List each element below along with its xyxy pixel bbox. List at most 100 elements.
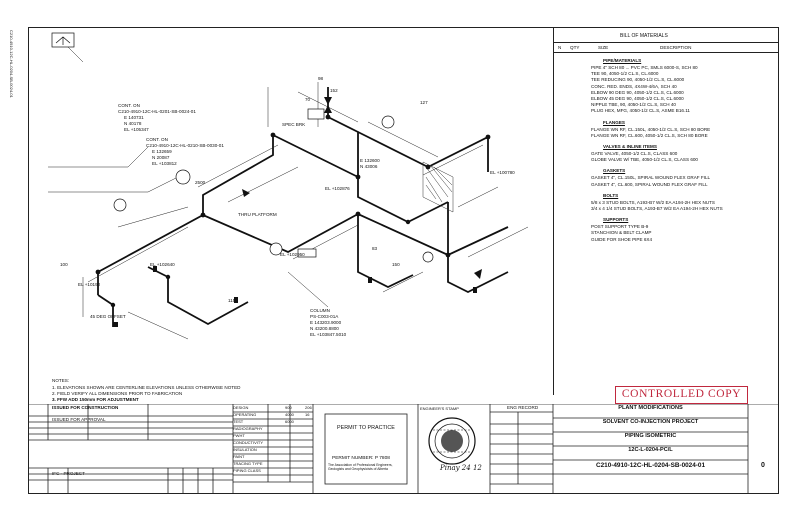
bom-section-heading: PIPE/MATERIALS [603,58,642,63]
cont-el-1: EL +105347 [124,127,149,132]
design-cell-label: INSULATION [233,447,257,452]
elev-4: EL +102640 [150,262,175,267]
bom-title-rule [553,42,779,43]
pipe-lower-branch [447,255,509,294]
bom-row: POST SUPPORT TYPE B-9 [591,224,649,230]
design-cell-label: PWHT [233,433,245,438]
cont-n-2: N 20087 [152,155,170,160]
bom-row: ELBOW 45 DEG 90, 4050-1/2 CL.S, CL.6000 [591,96,684,101]
dim-2: 127 [420,100,428,105]
cont-el-2: EL +103812 [152,161,177,166]
pipe-start-leg [97,294,114,327]
dim-6: 83 [372,246,378,251]
revision-row-3: IFC - PROJECT [52,471,85,476]
design-cell-v2: 16 [305,412,310,417]
pipe-upper-branch [272,134,449,224]
cont-e-1: E 140731 [124,115,144,120]
isometric-drawing [48,32,529,340]
design-cell-label: PIPING CLASS [233,468,261,473]
drawing-number: C210-4910-12C-HL-0204-SB-0024-01 [595,462,706,469]
column-n: N 43200.8800 [310,326,339,331]
dim-4: 98 [318,76,324,81]
column-tag: PS-C003-01A [310,314,339,319]
permit-association: The Association of Professional Engineer… [328,463,393,471]
bom-row: TEE 90, 4050-1/2 CL.S, CL.6000 [591,71,659,77]
engineer-signature: Pinay 24 12 [440,464,482,472]
coord-n: N 43006 [360,164,378,169]
note-3: 3. FFW ADD 150mm FOR ADJUSTMENT [52,397,139,402]
permit-number: PERMIT NUMBER: P 7808 [332,456,390,461]
revision-number: 0 [761,462,765,469]
dim-1: 152 [330,88,338,93]
bom-section-heading: GASKETS [603,168,626,174]
note-2: 2. FIELD VERIFY ALL DIMENSIONS PRIOR TO … [52,391,183,396]
column-el: EL +103847.5010 [310,332,347,337]
design-cell-label: CONDUCTIVITY [233,440,263,445]
pipe-top-run [357,131,489,172]
note-1: 1. ELEVATIONS SHOWN ARE CENTERLINE ELEVA… [52,385,241,390]
dim-3: 2500 [195,180,206,185]
column-label: COLUMN [310,308,330,313]
title-project: SOLVENT CO-INJECTION PROJECT [602,419,699,425]
cont-label-1: CONT. ON [118,103,140,108]
pipe-branch-left [147,266,249,326]
bom-row: GLOBE VALVE W/ TBE, 4050-1/2 CL.S, CLASS… [591,157,698,163]
design-cell-label: TRACING TYPE [233,461,263,466]
cont-dwg-1: C210-4910-12C-HL-0201-SB-0024-01 [118,109,196,114]
dim-7: 1150 [228,298,238,303]
elev-5: EL +10190 [78,282,101,287]
permit-label: PERMIT TO PRACTICE [337,425,395,431]
bom-row: 5/8 x 3 STUD BOLTS, A193-B7 W/2 EA A194-… [591,199,715,205]
revision-row-1: ISSUED FOR CONSTRUCTION [52,405,119,410]
design-cell-label: TEST [233,419,244,424]
cont-dwg-2: C210-4910-12C-HL-0210-SB-0030-01 [146,143,224,148]
bom-row: ELBOW 90 DEG 90, 4050-1/2 CL.S, CL.6000 [591,89,684,95]
title-block-frame [28,404,779,494]
bom-row: TEE REDUCING 90, 4050-1/2 CL.S, CL.6000 [591,77,685,83]
controlled-copy-stamp: CONTROLLED COPY [615,386,748,404]
edge-drawing-number: C210-4910-12C-HL-0204-SB-0024-01 [9,30,14,98]
bom-section-heading: VALVES & INLINE ITEMS [603,144,657,149]
design-cell-label: OPERATING [233,412,257,417]
dim-5: 70 [305,97,311,102]
bom-row: GASKET 4", CL.150L, SPIRAL WOUND FLEX GR… [591,175,711,181]
bom-row: PIPE 4" SCH 80 ... PVC PC, SMLS 6000-S, … [591,65,698,70]
revision-row-2: ISSUED FOR APPROVAL [52,417,106,422]
elev-1: EL +100780 [490,170,515,175]
bom-divider [553,27,554,395]
bom-section-heading: SUPPORTS [603,217,629,223]
title-type: PIPING ISOMETRIC [624,433,677,439]
design-cell-label: PAINT [233,454,245,459]
notes-heading: NOTES: [52,378,70,383]
dim-9: 150 [392,262,400,267]
offset-label: 45 DEG OFFSET [90,314,126,319]
bom-header-desc: DESCRIPTION [660,45,692,50]
bom-row: GUIDE FOR SHOE PIPE 6X4 [591,236,653,242]
coord-e: E 132600 [360,158,380,163]
design-cell-label: RADIOGRAPHY [233,426,263,431]
eng-record-label: ENG RECORD [507,405,539,410]
cont-label-2: CONT. ON [146,137,168,142]
bom-header-size: SIZE [598,45,609,50]
engineer-stamp-label: ENGINEER'S STAMP [420,406,459,411]
bom-section-heading: BOLTS [603,192,619,198]
design-cell-label: DESIGN [233,405,249,410]
elev-3: EL +102950 [280,252,305,257]
column-e: E 143203.9000 [310,320,342,325]
bom-header-rule [553,52,779,53]
bom-row: PLUG HEX, MFG, 4050-1/2 CL.S, ASME B16.1… [591,108,690,114]
bom-row: GATE VALVE, 4050-1/2 CL.S, CLASS 600 [591,151,678,156]
bom-row: STANCHION & BELT CLAMP [591,230,652,236]
pipe-riser [202,135,274,215]
design-cell-v1: 4000 [285,412,294,417]
design-cell-v2: 206 [305,405,312,410]
design-cell-v1: 6000 [285,419,294,424]
elev-2: EL +102876 [325,186,350,191]
bom-header-qty: QTY [570,45,580,50]
bom-row: GASKET 4", CL.600, SPIRAL WOUND FLEX GRA… [591,181,708,187]
bom-row: NIPPLE TBE, 90, 4050-1/2 CL.S, SCH 40 [591,102,676,108]
title-line: 12C-L-0204-PC/L [628,447,673,453]
bom-row: 3/4 x 4 1/4 STUD BOLTS, A193-B7 W/2 EA A… [591,206,723,211]
design-cell-v1: 900 [285,405,292,410]
pipe-low-loop [357,214,414,289]
